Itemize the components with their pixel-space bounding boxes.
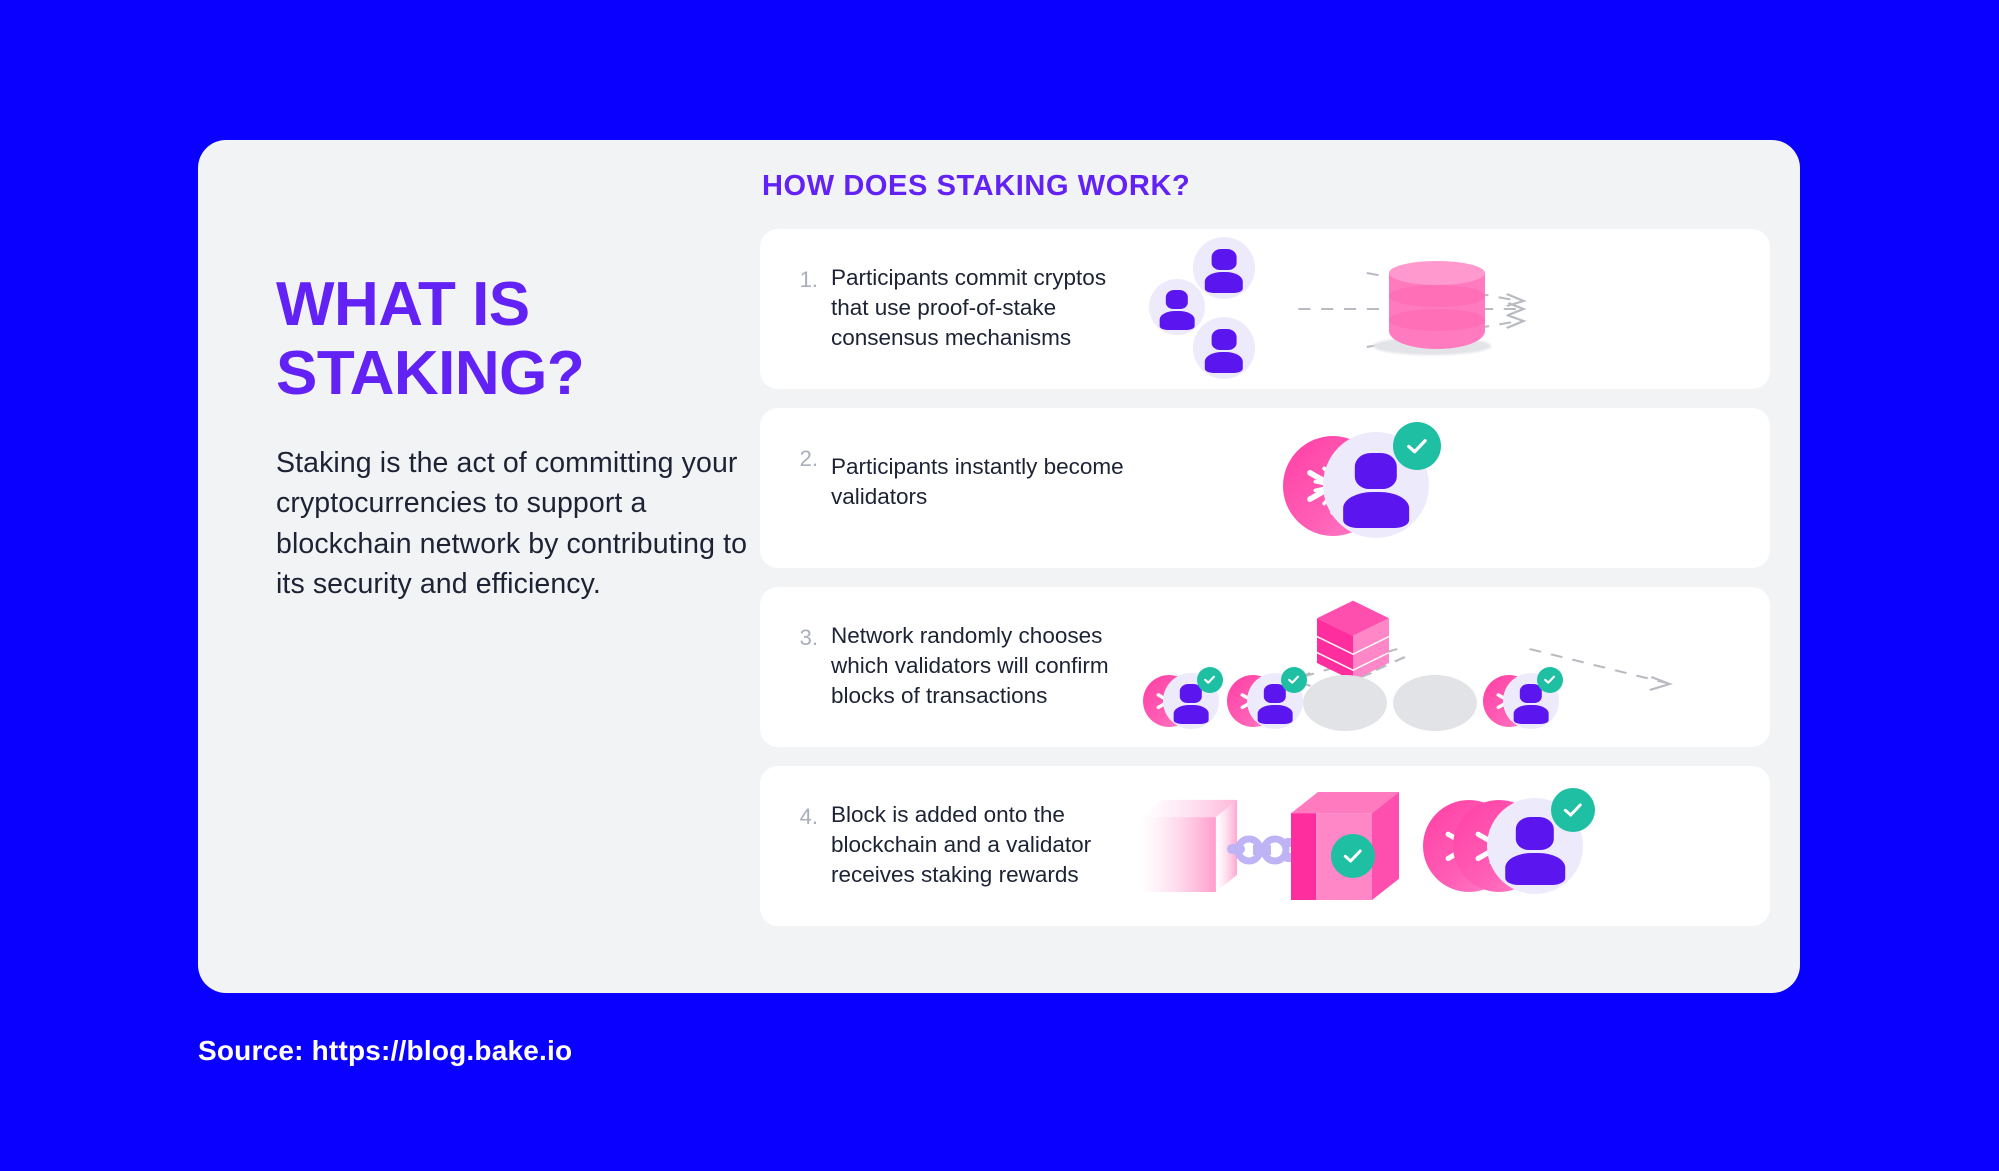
- intro-column: WHAT IS STAKING? Staking is the act of c…: [276, 270, 756, 605]
- content-panel: WHAT IS STAKING? Staking is the act of c…: [198, 140, 1800, 993]
- step-number-4: 4.: [799, 804, 818, 829]
- previous-block-faded-icon: [1141, 796, 1237, 892]
- new-block-icon: [1291, 792, 1399, 900]
- page-title-line-1: WHAT IS: [276, 270, 530, 339]
- verified-check-badge: [1331, 834, 1375, 878]
- unselected-validator-placeholder-2: [1393, 675, 1477, 731]
- step-number-1: 1.: [799, 267, 818, 292]
- check-icon: [1564, 803, 1582, 817]
- check-icon: [1344, 849, 1362, 863]
- participant-avatar-2: [1193, 237, 1255, 299]
- illustration-block-chained-and-reward: [1131, 766, 1770, 926]
- step-number-2: 2.: [799, 446, 818, 471]
- check-icon: [1288, 676, 1300, 685]
- page-title-line-2: STAKING?: [276, 339, 585, 409]
- check-icon: [1544, 676, 1556, 685]
- section-heading: HOW DOES STAKING WORK?: [762, 170, 1191, 202]
- participant-avatar-1: [1149, 279, 1205, 335]
- step-card-2: 2. Participants instantly become validat…: [760, 408, 1770, 568]
- source-attribution: Source: https://blog.bake.io: [198, 1035, 573, 1066]
- step-text-3: Network randomly chooses which validator…: [831, 623, 1109, 708]
- verified-check-badge: [1393, 422, 1441, 470]
- participant-avatar-3: [1193, 317, 1255, 379]
- step-card-4: 4. Block is added onto the blockchain an…: [760, 766, 1770, 926]
- illustration-participants-to-database: [1131, 229, 1770, 389]
- verified-check-badge: [1197, 667, 1223, 693]
- step-number-3: 3.: [799, 625, 818, 650]
- verified-check-badge: [1551, 788, 1595, 832]
- check-icon: [1407, 439, 1427, 454]
- step-card-3: 3. Network randomly chooses which valida…: [760, 587, 1770, 747]
- block-stack-icon: [1309, 597, 1397, 681]
- verified-check-badge: [1537, 667, 1563, 693]
- step-text-4: Block is added onto the blockchain and a…: [831, 802, 1092, 887]
- illustration-validator-coin-check: [1131, 408, 1770, 568]
- illustration-block-selects-validators: [1131, 587, 1770, 747]
- steps-column: HOW DOES STAKING WORK? 1. Participants c…: [760, 170, 1770, 926]
- step-text-1: Participants commit cryptos that use pro…: [831, 265, 1107, 350]
- intro-description: Staking is the act of committing your cr…: [276, 446, 748, 601]
- page-title: WHAT IS STAKING?: [276, 270, 756, 409]
- step-text-2: Participants instantly become validators: [831, 454, 1124, 509]
- step-card-1: 1. Participants commit cryptos that use …: [760, 229, 1770, 389]
- unselected-validator-placeholder-1: [1303, 675, 1387, 731]
- verified-check-badge: [1281, 667, 1307, 693]
- check-icon: [1204, 676, 1216, 685]
- database-cylinder-icon: [1389, 261, 1485, 349]
